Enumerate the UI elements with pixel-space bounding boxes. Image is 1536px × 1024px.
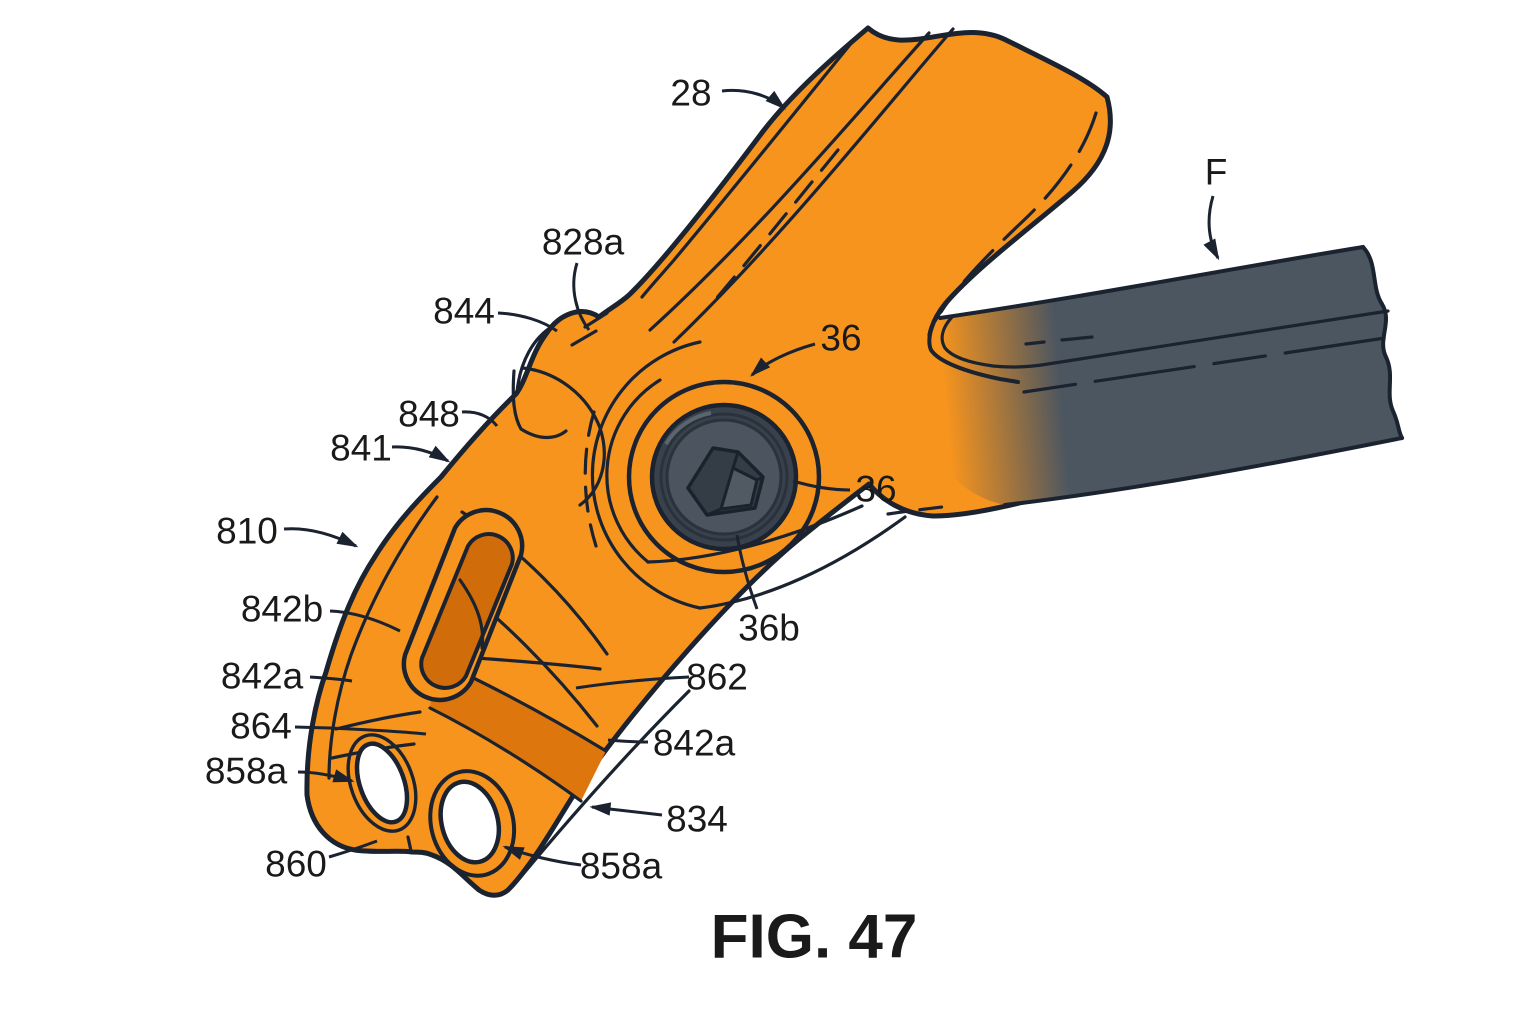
- leader-36-top: [750, 342, 816, 377]
- label-F: F: [1205, 152, 1228, 193]
- slot-opening: [419, 532, 515, 690]
- leader-858a-bottom: [502, 845, 582, 867]
- boss-outer-circle: [626, 379, 822, 575]
- hole-rim-rear: [346, 733, 418, 833]
- stay-ridge-line-1: [648, 31, 931, 332]
- hex-socket-floor: [719, 466, 759, 511]
- hidden-edge-dash: [886, 505, 944, 516]
- tube-crease-dash-1: [1024, 340, 1046, 346]
- tube-break-line: [1361, 245, 1404, 440]
- label-36b: 36b: [738, 608, 800, 649]
- leader-860: [328, 839, 378, 859]
- tube-bottom-edge: [1003, 436, 1404, 507]
- label-860: 860: [265, 844, 327, 885]
- hole-opening-front: [438, 779, 502, 865]
- label-841: 841: [330, 428, 392, 469]
- leader-858a-left: [297, 769, 355, 783]
- leader-864: [294, 725, 427, 736]
- stay-inner-edge-left: [640, 39, 855, 299]
- clamp-notch-line: [511, 369, 568, 440]
- bolt-highlight-arc: [664, 411, 712, 446]
- mount-hole-rear: [346, 733, 418, 833]
- boundary-tick-1: [583, 311, 609, 329]
- leader-36b: [735, 534, 759, 610]
- label-828a: 828a: [542, 222, 625, 263]
- leader-842b: [329, 609, 401, 633]
- leader-828a: [572, 262, 591, 331]
- hex-facet-line-3: [756, 475, 764, 482]
- tube-body: [921, 247, 1402, 505]
- hole-opening-rear: [354, 741, 410, 825]
- leader-810: [283, 527, 359, 548]
- label-28: 28: [670, 73, 711, 114]
- bolt-ring-line: [659, 412, 789, 542]
- arm-inner-left-contour: [327, 495, 439, 780]
- label-864: 864: [230, 706, 292, 747]
- fork-notch-edge: [927, 302, 1020, 384]
- label-848: 848: [398, 394, 460, 435]
- label-842a-left: 842a: [221, 656, 304, 697]
- label-842b: 842b: [241, 589, 323, 630]
- label-810: 810: [216, 511, 278, 552]
- label-844: 844: [433, 291, 495, 332]
- leader-841: [391, 445, 451, 463]
- boss-arc-inner: [605, 378, 662, 564]
- tube-crease-dash-2: [1060, 335, 1094, 342]
- tube-cap-crease: [940, 309, 1390, 369]
- lobe-step-line: [406, 835, 413, 853]
- inner-shadow-band: [430, 660, 606, 801]
- leader-28: [721, 88, 787, 110]
- stay-hidden-line-left: [708, 148, 840, 308]
- lobe-cross-line-1: [334, 710, 422, 731]
- dome-inner-arc: [515, 324, 555, 394]
- boundary-tick-2: [570, 329, 598, 347]
- hex-facet-line-1: [731, 451, 740, 469]
- label-834: 834: [666, 799, 728, 840]
- stay-hidden-line-right: [939, 111, 1098, 314]
- pivot-bolt: [626, 379, 822, 575]
- slot-inner-curve: [458, 578, 485, 650]
- label-858a-bottom: 858a: [580, 846, 663, 887]
- leader-844: [497, 311, 558, 333]
- band-edge-lower: [428, 706, 583, 803]
- tube-top-edge: [938, 245, 1365, 320]
- tube-centerline: [1022, 334, 1400, 394]
- hex-facet-line-2: [706, 507, 722, 517]
- label-36-right: 36: [855, 469, 896, 510]
- leader-842a-right: [607, 738, 649, 744]
- leader-842a-left: [309, 675, 353, 683]
- leader-F: [1203, 195, 1220, 261]
- leader-848: [461, 410, 499, 427]
- figure-caption: FIG. 47: [711, 903, 918, 972]
- boss-arc-outer: [590, 340, 702, 610]
- mount-hole-front: [428, 769, 517, 878]
- label-862: 862: [686, 657, 748, 698]
- frame-tube: [921, 245, 1404, 507]
- label-858a-left: 858a: [205, 751, 288, 792]
- hole-rim-front: [428, 769, 517, 878]
- label-36-top: 36: [820, 318, 861, 359]
- leader-834: [589, 802, 663, 817]
- leader-36-right: [792, 479, 851, 492]
- flange-curve-lower: [698, 515, 907, 610]
- leader-862: [575, 675, 690, 690]
- label-842a-right: 842a: [653, 723, 736, 764]
- hidden-bore-line: [583, 410, 598, 548]
